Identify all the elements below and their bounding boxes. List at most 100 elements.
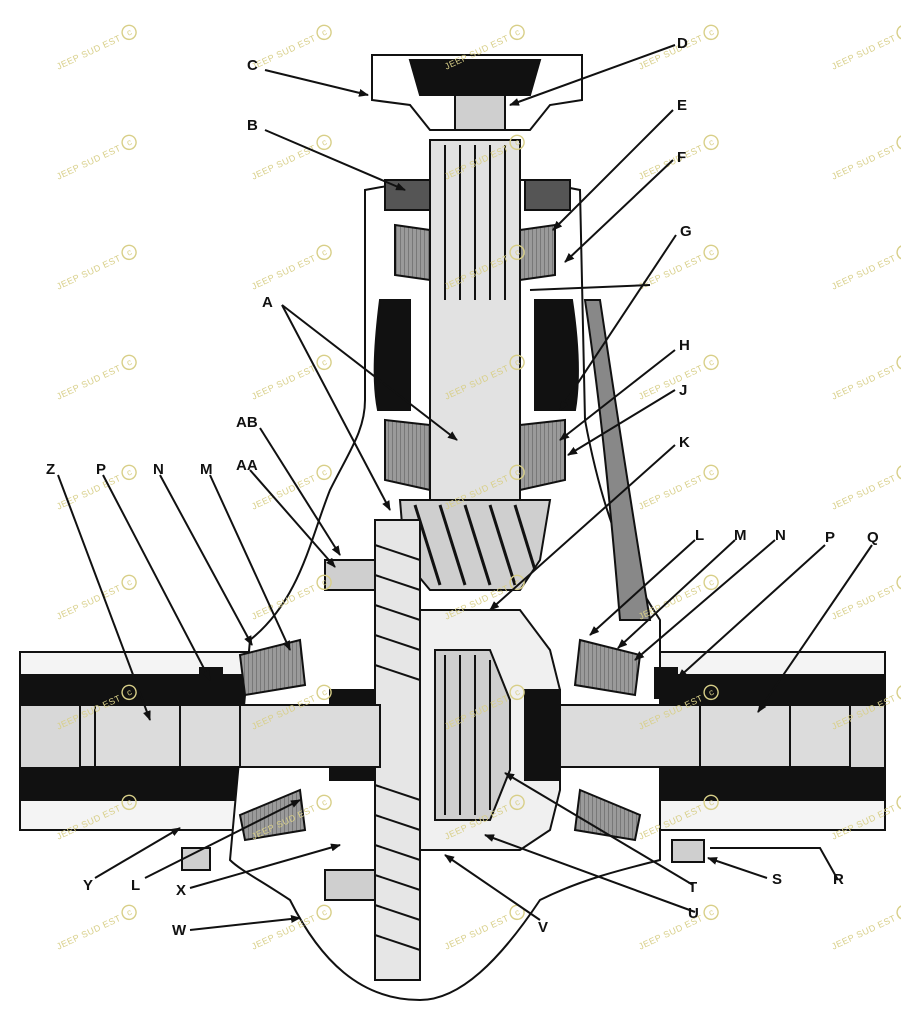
copyright-symbol: c: [125, 687, 134, 698]
watermark-text: JEEP SUD EST: [637, 473, 705, 512]
callout-labels: C D B E F G A H J AB K Z P N M AA L M N …: [46, 35, 879, 939]
copyright-icon: [703, 794, 719, 811]
pinion-rear-bearing: [384, 418, 566, 492]
left-axle-shaft: [79, 704, 381, 768]
copyright-symbol: c: [513, 357, 522, 368]
leader-r: [710, 847, 839, 881]
label-l-right: L: [695, 527, 704, 544]
copyright-icon: [896, 574, 901, 591]
label-aa: AA: [236, 457, 258, 474]
housing-shading: [583, 299, 652, 621]
copyright-icon: [703, 464, 719, 481]
watermark-text: JEEP SUD EST: [55, 143, 123, 182]
leader-d: [509, 44, 676, 106]
copyright-icon: [896, 904, 901, 921]
watermark-text: JEEP SUD EST: [830, 583, 898, 622]
copyright-symbol: c: [320, 797, 329, 808]
copyright-icon: [896, 794, 901, 811]
leader-l-right: [589, 539, 696, 636]
spider-gears: [434, 649, 511, 821]
copyright-symbol: c: [707, 27, 716, 38]
copyright-symbol: c: [125, 247, 134, 258]
watermark-text: JEEP SUD EST: [55, 583, 123, 622]
copyright-symbol: c: [513, 27, 522, 38]
copyright-symbol: c: [125, 137, 134, 148]
copyright-icon: [703, 24, 719, 41]
copyright-symbol: c: [513, 797, 522, 808]
label-p-right: P: [825, 529, 835, 546]
leader-x: [189, 843, 341, 889]
left-shim: [199, 667, 223, 699]
leader-w: [189, 914, 301, 931]
watermark-text: JEEP SUD EST: [637, 33, 705, 72]
copyright-symbol: c: [320, 247, 329, 258]
copyright-icon: [509, 134, 525, 151]
watermark-text: JEEP SUD EST: [637, 363, 705, 402]
copyright-icon: [703, 684, 719, 701]
right-side-bearing: [573, 638, 642, 842]
copyright-icon: [703, 904, 719, 921]
copyright-symbol: c: [707, 467, 716, 478]
copyright-symbol: c: [320, 137, 329, 148]
copyright-icon: [121, 24, 137, 41]
label-v: V: [538, 919, 548, 936]
copyright-icon: [316, 134, 332, 151]
ring-gear: [374, 519, 421, 981]
copyright-symbol: c: [707, 797, 716, 808]
copyright-icon: [121, 904, 137, 921]
copyright-icon: [316, 684, 332, 701]
leader-a2: [281, 304, 391, 511]
label-z: Z: [46, 461, 55, 478]
copyright-symbol: c: [320, 467, 329, 478]
left-inner-wall: [373, 299, 411, 411]
copyright-symbol: c: [513, 907, 522, 918]
copyright-icon: [896, 244, 901, 261]
leader-q: [757, 544, 873, 713]
label-a: A: [262, 294, 273, 311]
label-m-right: M: [734, 527, 747, 544]
copyright-symbol: c: [707, 907, 716, 918]
copyright-icon: [121, 354, 137, 371]
right-side-gear: [524, 689, 561, 781]
right-inner-wall: [534, 299, 579, 411]
watermark-text: JEEP SUD EST: [55, 253, 123, 292]
watermark-text: JEEP SUD EST: [250, 363, 318, 402]
label-r: R: [833, 871, 844, 888]
label-f: F: [677, 149, 686, 166]
copyright-icon: [316, 904, 332, 921]
label-g: G: [680, 223, 692, 240]
copyright-symbol: c: [513, 687, 522, 698]
label-m-left: M: [200, 461, 213, 478]
right-shim: [654, 667, 678, 699]
leader-t: [504, 772, 694, 886]
copyright-icon: [316, 244, 332, 261]
copyright-symbol: c: [513, 247, 522, 258]
copyright-icon: [121, 794, 137, 811]
pinion-front-bearing: [394, 223, 556, 282]
label-n-right: N: [775, 527, 786, 544]
left-side-bearing: [238, 638, 307, 842]
watermark-text: JEEP SUD EST: [830, 363, 898, 402]
copyright-icon: [316, 464, 332, 481]
right-axle-shaft: [559, 704, 851, 768]
copyright-symbol: c: [707, 687, 716, 698]
label-c: C: [247, 57, 258, 74]
right-cover-bolt: [671, 839, 705, 863]
watermark-text: JEEP SUD EST: [830, 253, 898, 292]
copyright-icon: [896, 464, 901, 481]
leader-h: [559, 349, 676, 441]
copyright-symbol: c: [707, 137, 716, 148]
label-s: S: [772, 871, 782, 888]
copyright-symbol: c: [125, 797, 134, 808]
copyright-icon: [896, 134, 901, 151]
yoke-dark-cap: [408, 59, 542, 96]
copyright-symbol: c: [320, 687, 329, 698]
copyright-icon: [703, 244, 719, 261]
